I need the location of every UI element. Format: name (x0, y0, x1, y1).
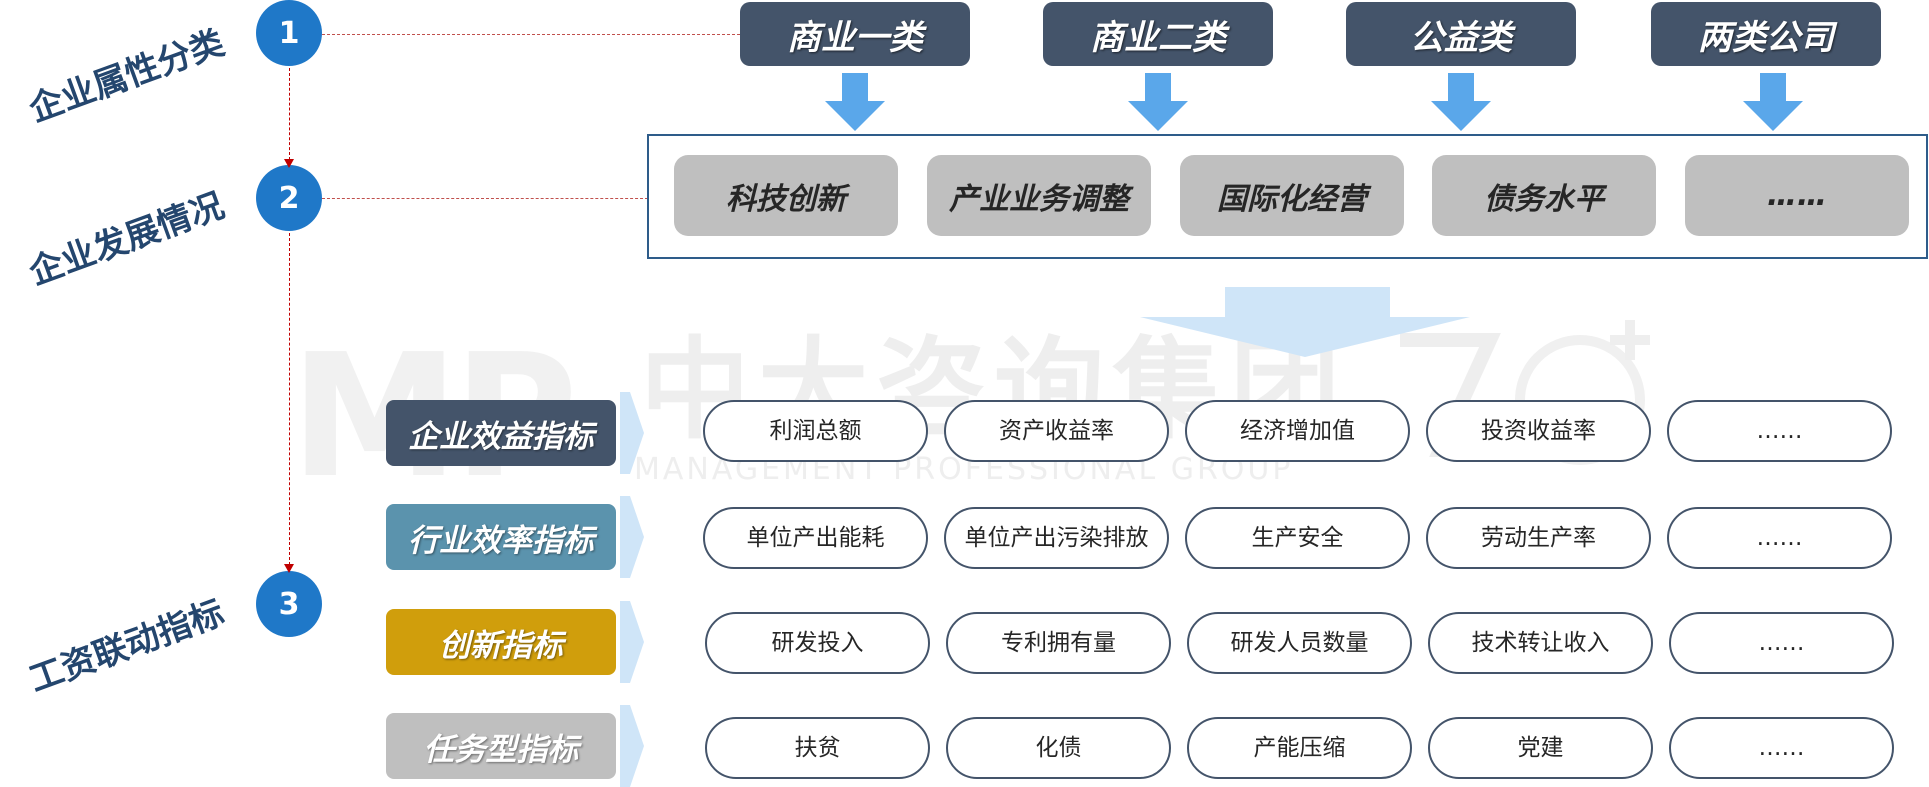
indicator-item: 党建 (1428, 717, 1653, 779)
indicator-item: 生产安全 (1185, 507, 1410, 569)
indicator-item: 扶贫 (705, 717, 930, 779)
indicator-item: 研发人员数量 (1187, 612, 1412, 674)
down-arrow-icon (1743, 73, 1803, 131)
indicator-item: …… (1667, 507, 1892, 569)
indicator-item: 专利拥有量 (946, 612, 1171, 674)
connector-step1 (322, 34, 740, 35)
indicator-group-label: 行业效率指标 (386, 504, 616, 570)
indicator-item: 劳动生产率 (1426, 507, 1651, 569)
indicator-item: 利润总额 (703, 400, 928, 462)
chevron-right-icon (620, 601, 644, 683)
step-1-badge: 1 (256, 0, 322, 66)
indicator-item: 单位产出污染排放 (944, 507, 1169, 569)
development-factor-4: 债务水平 (1432, 155, 1656, 236)
down-arrow-icon (1128, 73, 1188, 131)
development-frame (647, 134, 1928, 259)
down-arrow-icon (1431, 73, 1491, 131)
step-2-badge: 2 (256, 165, 322, 231)
indicator-item: 投资收益率 (1426, 400, 1651, 462)
category-box-4: 两类公司 (1651, 2, 1881, 66)
indicator-item: 经济增加值 (1185, 400, 1410, 462)
category-box-3: 公益类 (1346, 2, 1576, 66)
development-factor-3: 国际化经营 (1180, 155, 1404, 236)
step-3-badge: 3 (256, 571, 322, 637)
step-1-label: 企业属性分类 (23, 22, 230, 131)
indicator-item: …… (1669, 717, 1894, 779)
indicator-item: 资产收益率 (944, 400, 1169, 462)
chevron-right-icon (620, 496, 644, 578)
category-box-1: 商业一类 (740, 2, 970, 66)
development-factor-5: …… (1685, 155, 1909, 236)
indicator-item: 技术转让收入 (1428, 612, 1653, 674)
category-box-2: 商业二类 (1043, 2, 1273, 66)
indicator-item: 单位产出能耗 (703, 507, 928, 569)
indicator-group-label: 企业效益指标 (386, 400, 616, 466)
indicator-item: 化债 (946, 717, 1171, 779)
indicator-item: 研发投入 (705, 612, 930, 674)
indicator-group-label: 创新指标 (386, 609, 616, 675)
chevron-right-icon (620, 392, 644, 474)
development-factor-2: 产业业务调整 (927, 155, 1151, 236)
indicator-group-label: 任务型指标 (386, 713, 616, 779)
connector-1-to-2 (284, 68, 294, 168)
indicator-item: 产能压缩 (1187, 717, 1412, 779)
development-factor-1: 科技创新 (674, 155, 898, 236)
step-3-label: 工资联动指标 (23, 592, 230, 701)
indicator-item: …… (1667, 400, 1892, 462)
chevron-right-icon (620, 705, 644, 787)
down-arrow-icon (825, 73, 885, 131)
flow-down-arrow-icon (1140, 287, 1470, 357)
connector-step2 (322, 198, 648, 199)
connector-2-to-3 (284, 233, 294, 573)
step-2-label: 企业发展情况 (23, 185, 230, 294)
indicator-item: …… (1669, 612, 1894, 674)
